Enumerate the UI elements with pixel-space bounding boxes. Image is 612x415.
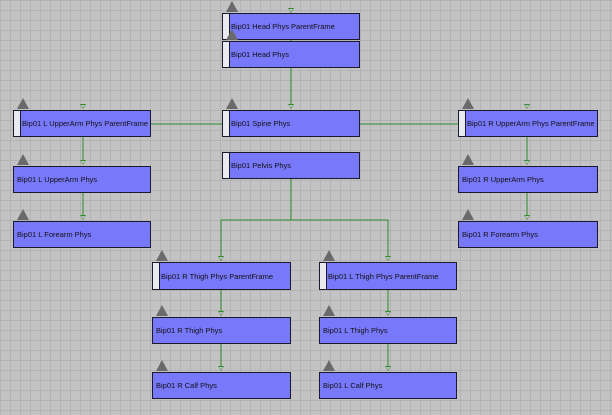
collapse-triangle-icon[interactable] [462, 154, 474, 165]
collapse-triangle-icon[interactable] [226, 98, 238, 109]
collapse-triangle-icon[interactable] [462, 209, 474, 220]
node-r-calf[interactable]: Bip01 R Calf Phys [152, 372, 291, 399]
node-l-upperarm-parentframe[interactable]: Bip01 L UpperArm Phys ParentFrame [13, 110, 151, 137]
node-label: Bip01 L Thigh Phys [323, 326, 388, 335]
node-label: Bip01 R Calf Phys [156, 381, 217, 390]
node-label: Bip01 Spine Phys [231, 119, 291, 128]
node-label: Bip01 Head Phys [231, 50, 289, 59]
node-l-forearm[interactable]: Bip01 L Forearm Phys [13, 221, 151, 248]
node-l-thigh[interactable]: Bip01 L Thigh Phys [319, 317, 457, 344]
input-port-icon[interactable] [288, 104, 294, 109]
node-r-thigh[interactable]: Bip01 R Thigh Phys [152, 317, 291, 344]
node-r-upperarm-parentframe[interactable]: Bip01 R UpperArm Phys ParentFrame [458, 110, 598, 137]
input-port-icon[interactable] [218, 256, 224, 261]
input-port-icon[interactable] [288, 8, 294, 13]
input-port-icon[interactable] [80, 104, 86, 109]
collapse-triangle-icon[interactable] [462, 98, 474, 109]
node-side-bar [223, 42, 230, 67]
node-label: Bip01 L Calf Phys [323, 381, 383, 390]
collapse-triangle-icon[interactable] [323, 305, 335, 316]
input-port-icon[interactable] [385, 311, 391, 316]
collapse-triangle-icon[interactable] [156, 250, 168, 261]
node-side-bar [223, 111, 230, 136]
collapse-triangle-icon[interactable] [17, 98, 29, 109]
node-label: Bip01 Pelvis Phys [231, 161, 292, 170]
node-label: Bip01 R UpperArm Phys [462, 175, 544, 184]
input-port-icon[interactable] [524, 160, 530, 165]
node-side-bar [153, 263, 160, 289]
collapse-triangle-icon[interactable] [226, 29, 238, 40]
input-port-icon[interactable] [385, 366, 391, 371]
collapse-triangle-icon[interactable] [226, 1, 238, 12]
node-side-bar [459, 111, 466, 136]
node-side-bar [223, 153, 230, 178]
node-side-bar [14, 111, 21, 136]
collapse-triangle-icon[interactable] [156, 305, 168, 316]
node-side-bar [320, 263, 327, 289]
node-l-calf[interactable]: Bip01 L Calf Phys [319, 372, 457, 399]
input-port-icon[interactable] [80, 215, 86, 220]
node-label: Bip01 L Thigh Phys ParentFrame [328, 271, 439, 281]
collapse-triangle-icon[interactable] [156, 360, 168, 371]
node-label: Bip01 R Thigh Phys ParentFrame [161, 271, 273, 281]
input-port-icon[interactable] [218, 311, 224, 316]
node-head-parentframe[interactable]: Bip01 Head Phys ParentFrame [222, 13, 360, 40]
collapse-triangle-icon[interactable] [323, 250, 335, 261]
node-l-thigh-parentframe[interactable]: Bip01 L Thigh Phys ParentFrame [319, 262, 457, 290]
node-label: Bip01 R Thigh Phys [156, 326, 223, 335]
node-side-bar [223, 14, 230, 39]
node-label: Bip01 L Forearm Phys [17, 230, 92, 239]
node-label: Bip01 R Forearm Phys [462, 230, 538, 239]
node-spine[interactable]: Bip01 Spine Phys [222, 110, 360, 137]
input-port-icon[interactable] [524, 215, 530, 220]
collapse-triangle-icon[interactable] [17, 154, 29, 165]
node-label: Bip01 Head Phys ParentFrame [231, 22, 335, 31]
collapse-triangle-icon[interactable] [323, 360, 335, 371]
node-r-upperarm[interactable]: Bip01 R UpperArm Phys [458, 166, 598, 193]
node-label: Bip01 L UpperArm Phys ParentFrame [22, 119, 149, 128]
node-pelvis[interactable]: Bip01 Pelvis Phys [222, 152, 360, 179]
node-r-forearm[interactable]: Bip01 R Forearm Phys [458, 221, 598, 248]
node-label: Bip01 L UpperArm Phys [17, 175, 98, 184]
node-head[interactable]: Bip01 Head Phys [222, 41, 360, 68]
input-port-icon[interactable] [218, 366, 224, 371]
node-r-thigh-parentframe[interactable]: Bip01 R Thigh Phys ParentFrame [152, 262, 291, 290]
input-port-icon[interactable] [385, 256, 391, 261]
node-l-upperarm[interactable]: Bip01 L UpperArm Phys [13, 166, 151, 193]
node-label: Bip01 R UpperArm Phys ParentFrame [467, 119, 595, 128]
input-port-icon[interactable] [524, 104, 530, 109]
input-port-icon[interactable] [80, 160, 86, 165]
collapse-triangle-icon[interactable] [17, 209, 29, 220]
